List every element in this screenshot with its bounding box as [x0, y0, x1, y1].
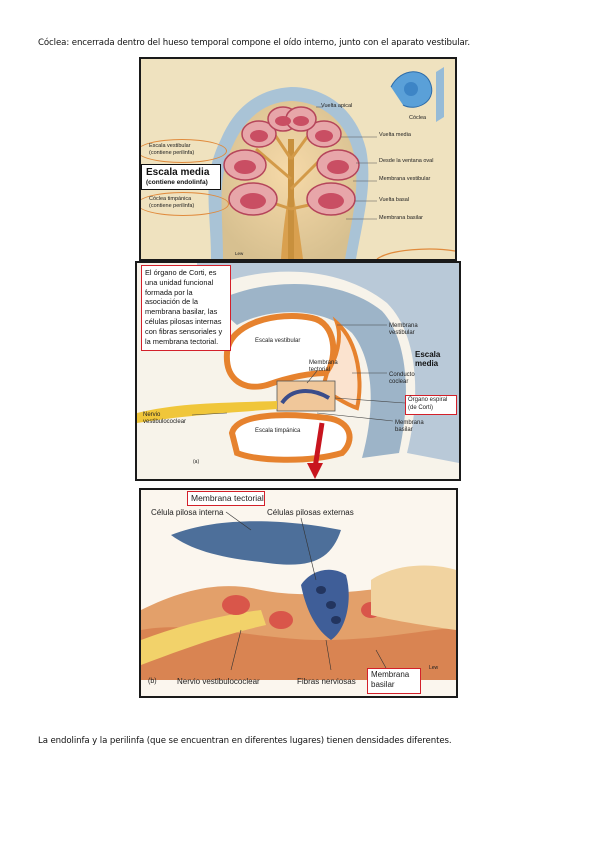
label-conducto-coclear: Conducto coclear	[389, 372, 415, 385]
escala-vestibular-oval	[141, 139, 227, 163]
label-membrana-vestibular: Membrana vestibular	[379, 176, 431, 182]
label-escala-media-2: Escala media	[415, 350, 441, 368]
cochlea-section-illustration	[141, 59, 455, 259]
label-contiene-perilinfa-1: (contiene perilinfa)	[149, 150, 195, 156]
membrana-basilar-box: Membrana basilar	[367, 668, 421, 694]
escala-media-box: Escala media (contiene endolinfa)	[141, 164, 221, 190]
footer-caption: La endolinfa y la perilinfa (que se encu…	[38, 736, 452, 746]
organo-espiral-box: Órgano espiral (de Corti)	[405, 395, 457, 415]
label-fibras-nerviosas: Fibras nerviosas	[297, 677, 356, 686]
label-nervio-vestibulococlear-3: Nervio vestibulococlear	[177, 677, 260, 686]
intro-caption: Cóclea: encerrada dentro del hueso tempo…	[38, 38, 470, 48]
label-vuelta-basal: Vuelta basal	[379, 197, 410, 203]
label-coclea: Cóclea	[409, 115, 427, 121]
label-escala-timpanica: Escala timpánica	[255, 428, 301, 434]
label-desde-ventana-oval: Desde la ventana oval	[379, 158, 434, 164]
label-membrana-basilar-2: Membrana basilar	[395, 420, 424, 433]
label-contiene-endolinfa: (contiene endolinfa)	[146, 179, 208, 186]
panel-label-b: (b)	[148, 678, 157, 685]
note-line-1: El órgano de Corti, es	[145, 268, 217, 277]
note-line-6: células pilosas internas	[145, 316, 222, 326]
credit-lew-3: Lew	[429, 665, 439, 671]
note-line-2: una unidad funcional	[145, 277, 214, 287]
note-line-8: la membrana tectorial.	[145, 336, 219, 346]
label-membrana-vestibular-2: Membrana vestibular	[389, 323, 418, 336]
label-vuelta-apical: Vuelta apical	[321, 103, 353, 109]
note-line-4: asociación de la	[145, 297, 199, 307]
label-membrana-basilar: Membrana basilar	[379, 215, 424, 221]
label-organo-espiral: Órgano espiral (de Corti)	[408, 397, 448, 411]
label-nervio-vestibulococlear-2: Nervio vestibulococlear	[143, 412, 187, 425]
note-line-5: membrana basilar, las	[145, 307, 218, 317]
label-membrana-basilar-3: Membrana basilar	[371, 670, 410, 689]
label-escala-vestibular-2: Escala vestibular	[255, 338, 301, 344]
label-vuelta-media: Vuelta media	[379, 132, 411, 138]
membrana-tectorial-box: Membrana tectorial	[187, 491, 265, 506]
panel-label-a: (a)	[193, 459, 200, 465]
corti-definition-note: El órgano de Corti, es una unidad funcio…	[141, 265, 231, 351]
cochlear-duct-figure: El órgano de Corti, es una unidad funcio…	[135, 261, 461, 481]
label-membrana-tectorial-3: Membrana tectorial	[191, 493, 264, 503]
label-celulas-pilosas-externas: Células pilosas externas	[267, 508, 354, 517]
coclea-timpanica-oval	[141, 192, 229, 216]
note-line-3: formada por la	[145, 287, 193, 297]
label-membrana-tectorial-2: Membrana tectorial	[309, 360, 338, 373]
cochlea-section-figure: Vuelta apical Cóclea Vuelta media Desde …	[139, 57, 457, 261]
label-celula-pilosa-interna: Célula pilosa interna	[151, 508, 224, 517]
label-escala-vestibular: Escala vestibular	[149, 143, 191, 149]
organ-of-corti-figure: Membrana tectorial Célula pilosa interna…	[139, 488, 458, 698]
cochlear-duct-illustration	[137, 263, 459, 479]
label-coclea-timpanica: Cóclea timpánica	[149, 196, 192, 202]
credit-lew-1: Lew	[235, 251, 244, 256]
organ-of-corti-illustration	[141, 490, 456, 696]
label-escala-media: Escala media	[146, 167, 210, 178]
label-contiene-perilinfa-2: (contiene perilinfa)	[149, 203, 195, 209]
note-line-7: con fibras sensoriales y	[145, 326, 223, 336]
